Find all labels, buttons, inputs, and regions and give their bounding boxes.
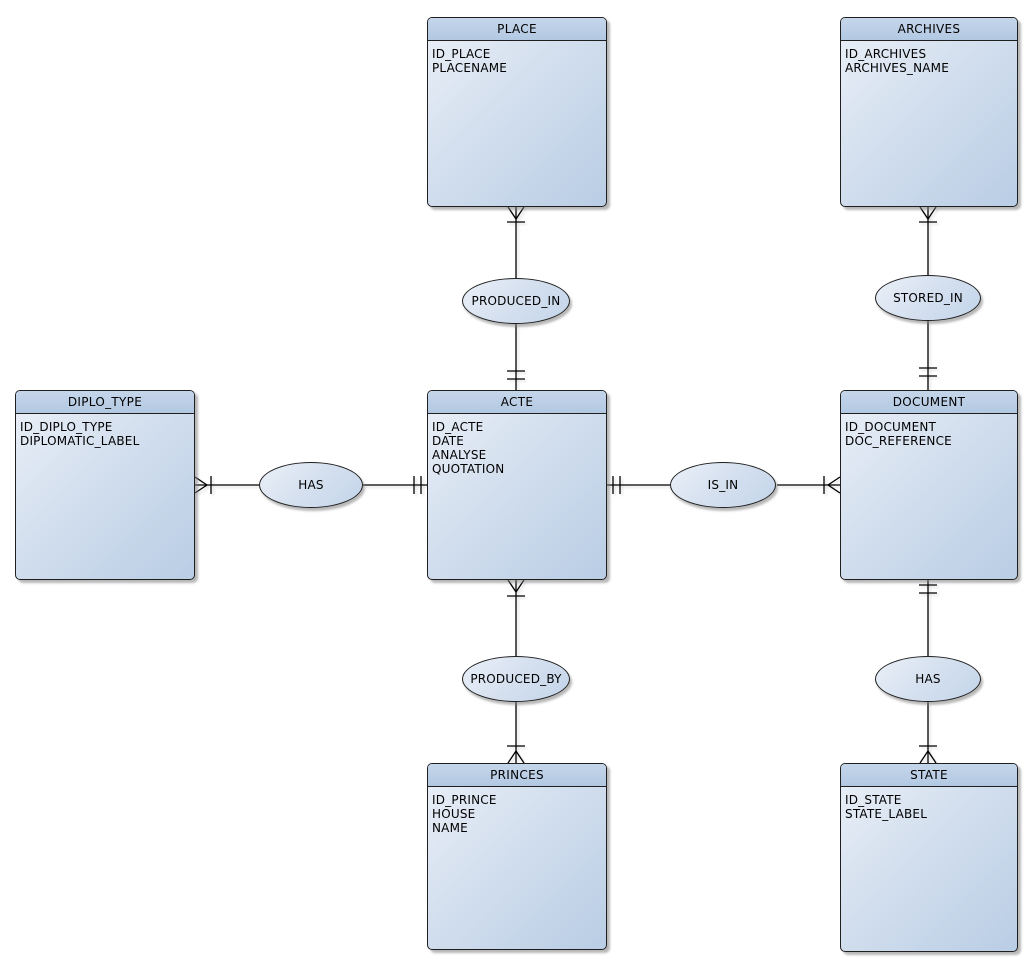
relationship-has-right[interactable]: HAS — [875, 656, 981, 702]
connector-line-document-has-state — [919, 750, 929, 764]
entity-attribute: DIPLOMATIC_LABEL — [20, 434, 140, 448]
connector-line-acte-produced_by-princes — [515, 750, 525, 764]
entity-attribute: ID_ACTE — [432, 420, 484, 434]
relationship-label: HAS — [915, 672, 941, 686]
relationship-has-left[interactable]: HAS — [259, 462, 363, 508]
entity-attribute: HOUSE — [432, 807, 476, 821]
connector-line-archives-stored_in-document — [919, 206, 929, 220]
entity-attribute: ID_PRINCE — [432, 793, 497, 807]
entity-attribute: NAME — [432, 821, 468, 835]
entity-attribute: QUOTATION — [432, 462, 505, 476]
relationship-label: IS_IN — [707, 478, 739, 492]
entity-title-diplo-type: DIPLO_TYPE — [16, 391, 194, 414]
entity-attribute: ANALYSE — [432, 448, 487, 462]
relationship-produced-by[interactable]: PRODUCED_BY — [462, 656, 570, 702]
connector-line-acte-is_in-document — [827, 476, 841, 486]
entity-title-document: DOCUMENT — [841, 391, 1017, 414]
relationship-stored-in[interactable]: STORED_IN — [875, 275, 981, 321]
entity-attribute: ID_DOCUMENT — [845, 420, 937, 434]
connector-line-archives-stored_in-document — [927, 206, 937, 220]
entity-title-princes: PRINCES — [428, 764, 606, 787]
connector-line-document-has-state — [927, 750, 937, 764]
entity-attribute: PLACENAME — [432, 61, 508, 75]
entity-attribute: DATE — [432, 434, 465, 448]
relationship-label: STORED_IN — [893, 291, 963, 305]
relationship-produced-in[interactable]: PRODUCED_IN — [462, 278, 570, 324]
entity-title-place: PLACE — [428, 18, 606, 41]
entity-attribute: ARCHIVES_NAME — [845, 61, 950, 75]
connector-line-acte-produced_by-princes — [507, 579, 517, 593]
entity-title-acte: ACTE — [428, 391, 606, 414]
relationship-label: PRODUCED_IN — [471, 294, 561, 308]
entity-title-state: STATE — [841, 764, 1017, 787]
relationship-label: HAS — [298, 478, 324, 492]
entity-attribute: ID_PLACE — [432, 47, 491, 61]
connector-line-acte-produced_by-princes — [515, 579, 525, 593]
entity-attribute: STATE_LABEL — [845, 807, 928, 821]
connector-line-diplo_type-has-acte — [194, 484, 208, 494]
entity-attribute: ID_STATE — [845, 793, 902, 807]
connector-line-diplo_type-has-acte — [194, 476, 208, 486]
connector-line-acte-produced_by-princes — [507, 750, 517, 764]
relationship-label: PRODUCED_BY — [470, 672, 562, 686]
entity-title-archives: ARCHIVES — [841, 18, 1017, 41]
connector-line-place-produced_in-acte — [515, 206, 525, 220]
relationship-is-in[interactable]: IS_IN — [670, 462, 776, 508]
entity-attribute: ID_DIPLO_TYPE — [20, 420, 113, 434]
connector-line-place-produced_in-acte — [507, 206, 517, 220]
connector-line-acte-is_in-document — [827, 484, 841, 494]
entity-attribute: ID_ARCHIVES — [845, 47, 927, 61]
entity-attribute: DOC_REFERENCE — [845, 434, 952, 448]
